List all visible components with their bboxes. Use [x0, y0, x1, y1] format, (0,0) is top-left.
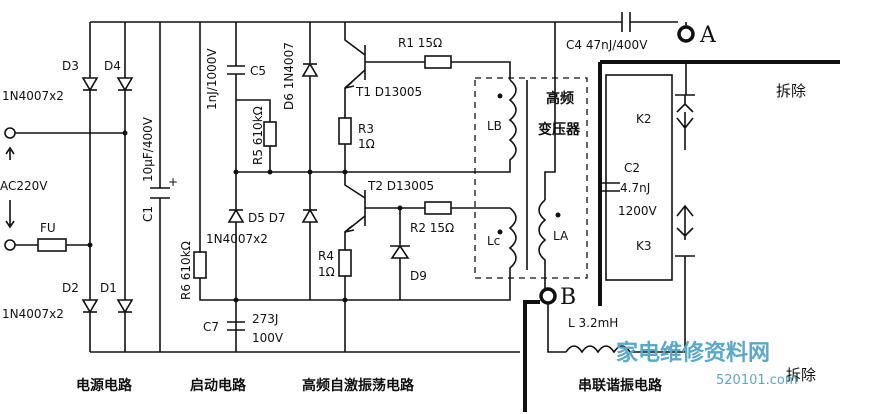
lb-label: LB: [487, 119, 502, 133]
d9-label: D9: [410, 269, 427, 283]
watermark: 家电维修资料网 520101.com: [616, 340, 798, 388]
diode-d6: [301, 62, 319, 77]
r3-value-label: 1Ω: [358, 137, 375, 151]
r4-value-label: 1Ω: [318, 265, 335, 279]
node-b-terminal[interactable]: [539, 287, 557, 305]
remove-label-bottom: 拆除: [786, 366, 816, 384]
c7-label: C7: [203, 320, 219, 334]
section-resonant: 串联谐振电路: [578, 377, 663, 394]
resistor-r3: [338, 117, 352, 145]
fuse-fu: [37, 238, 67, 252]
d4-label: D4: [104, 59, 121, 73]
node-a-terminal[interactable]: [677, 25, 695, 43]
diode-d7: [301, 208, 319, 223]
c7-value-label: 273J: [252, 312, 278, 326]
k2-label: K2: [636, 112, 652, 126]
c2-voltage-label: 1200V: [618, 204, 658, 218]
c5-label: C5: [250, 64, 266, 78]
hf-transformer: LB Lc LA 高频 变压器: [345, 22, 588, 301]
transformer-title-1: 高频: [546, 90, 574, 107]
lc-label: Lc: [487, 234, 500, 248]
d2-label: D2: [62, 281, 79, 295]
transformer-outline: [474, 77, 588, 279]
diode-d1: [116, 299, 134, 314]
node-b-label: B: [560, 285, 576, 310]
r2-label: R2 15Ω: [410, 221, 454, 235]
d6-label: D6 1N4007: [282, 42, 296, 110]
r4-label: R4: [318, 249, 334, 263]
section-captions: 电源电路 启动电路 高频自激振荡电路 串联谐振电路: [76, 377, 663, 394]
c2-label: C2: [624, 161, 640, 175]
resistor-r5: [263, 121, 277, 147]
resistor-r1: [424, 55, 452, 69]
d5-d7-label: D5 D7: [248, 211, 286, 225]
c7-voltage-label: 100V: [252, 331, 284, 345]
diode-d3: [81, 77, 99, 92]
d3-part-label: 1N4007x2: [2, 89, 64, 103]
section-power: 电源电路: [76, 377, 133, 394]
c1-label: C1: [141, 206, 155, 222]
section-startup: 启动电路: [190, 377, 247, 394]
r6-label: R6 610kΩ: [179, 241, 193, 300]
fuse-label: FU: [40, 221, 56, 235]
resistor-r4: [338, 249, 352, 277]
section-oscillator: 高频自激振荡电路: [302, 377, 415, 394]
inductor-label: L 3.2mH: [568, 316, 618, 330]
la-label: LA: [553, 229, 569, 243]
oscillator-circuit: R1 15Ω T1 D13005 R3 1Ω T2 D13005 R2 15Ω …: [318, 22, 511, 352]
transformer-title-2: 变压器: [538, 121, 581, 138]
startup-circuit: R6 610kΩ 1nJ/1000V C5 R5 610kΩ D6 1N4007…: [179, 22, 345, 352]
d3-label: D3: [62, 59, 79, 73]
modification-wires: [523, 60, 840, 412]
r5-label: R5 610kΩ: [251, 106, 265, 165]
resistor-r6: [193, 251, 207, 279]
resonant-box: [605, 74, 673, 281]
r3-label: R3: [358, 122, 374, 136]
k3-label: K3: [636, 239, 652, 253]
resistor-r2: [424, 201, 452, 215]
diode-d5: [227, 208, 245, 223]
diode-d9: [390, 244, 410, 259]
diode-d4: [116, 77, 134, 92]
d1-label: D1: [100, 281, 117, 295]
resonant-circuit: C2 4.7nJ 1200V K2 K3 B L 3.2mH 拆除 拆除: [539, 62, 816, 384]
c1-value-label: 10μF/400V: [141, 116, 155, 182]
ac-voltage-label: AC220V: [0, 179, 48, 193]
d2-part-label: 1N4007x2: [2, 307, 64, 321]
c5-value-label: 1nJ/1000V: [205, 48, 219, 110]
t2-label: T2 D13005: [367, 179, 434, 193]
svg-text:+: +: [168, 175, 178, 189]
c4-label: C4 47nJ/400V: [566, 38, 648, 52]
ac-terminal-top[interactable]: [4, 127, 16, 139]
node-a-group: C4 47nJ/400V A: [566, 12, 717, 52]
ac-terminal-bottom[interactable]: [4, 239, 16, 251]
bridge-diodes: D3 D4 1N4007x2 D2 D1 1N4007x2: [2, 59, 134, 321]
node-a-label: A: [699, 23, 717, 48]
watermark-site: 家电维修资料网: [616, 340, 770, 366]
d5-d7-part-label: 1N4007x2: [206, 232, 268, 246]
ac-input: FU AC220V: [0, 127, 125, 252]
watermark-domain: 520101.com: [716, 373, 798, 388]
remove-label-top: 拆除: [776, 82, 806, 100]
power-rails: [89, 21, 610, 353]
c2-value-label: 4.7nJ: [620, 181, 650, 195]
capacitor-c1: + C1 10μF/400V: [141, 22, 178, 352]
r1-label: R1 15Ω: [398, 36, 442, 50]
t1-label: T1 D13005: [355, 85, 422, 99]
diode-d2: [81, 299, 99, 314]
